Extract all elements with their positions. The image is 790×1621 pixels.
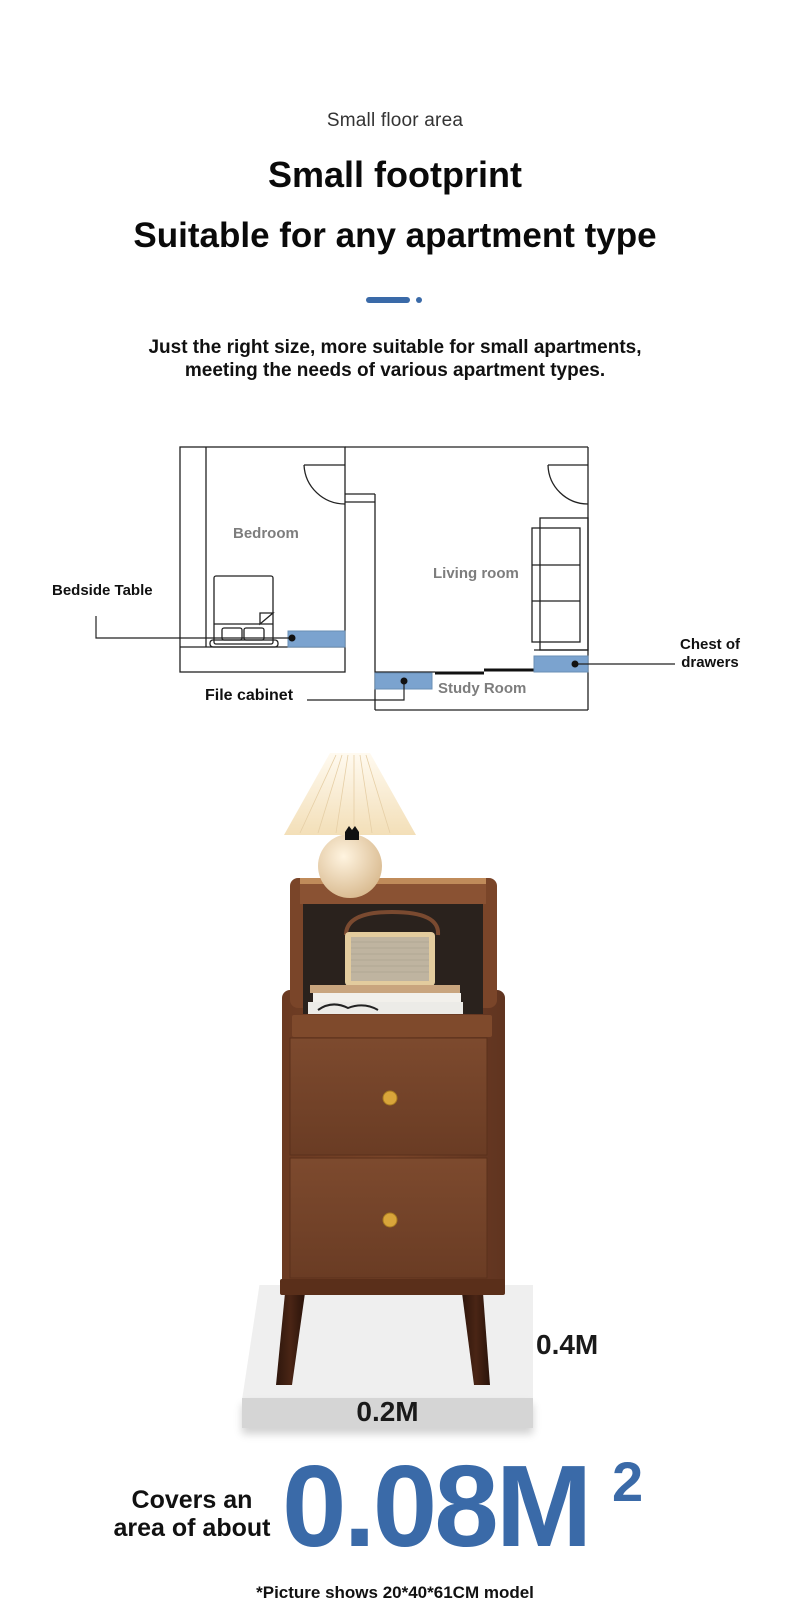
intro-line-1: Just the right size, more suitable for s… xyxy=(148,337,642,358)
callout-bedside-table: Bedside Table xyxy=(52,582,153,599)
divider-bar xyxy=(366,297,410,303)
room-label-study-room: Study Room xyxy=(438,680,527,697)
divider-dot xyxy=(416,297,422,303)
area-prefix-line-2: area of about xyxy=(113,1514,271,1542)
page-title: Small footprint xyxy=(268,154,522,195)
room-label-bedroom: Bedroom xyxy=(233,525,299,542)
page-subtitle: Suitable for any apartment type xyxy=(133,216,657,255)
floor-plan-diagram: Bedroom Living room Study Room Bedside T… xyxy=(0,420,790,720)
model-footnote: *Picture shows 20*40*61CM model xyxy=(256,1583,534,1602)
callout-file-cabinet: File cabinet xyxy=(205,687,294,704)
intro-line-2: meeting the needs of various apartment t… xyxy=(184,360,606,381)
floor-footprint-edge xyxy=(242,1398,533,1428)
depth-dimension-label: 0.4M xyxy=(536,1329,599,1360)
floor-plan-lines xyxy=(95,446,675,711)
intro-paragraph: Just the right size, more suitable for s… xyxy=(0,336,790,382)
area-exponent: 2 xyxy=(612,1450,644,1513)
section-eyebrow: Small floor area xyxy=(326,110,464,131)
callout-chest-of-drawers: Chest of drawers xyxy=(678,636,742,672)
room-label-living-room: Living room xyxy=(433,565,519,582)
area-prefix: Covers an area of about xyxy=(112,1486,272,1542)
width-dimension-label: 0.2M xyxy=(356,1396,419,1427)
area-value: 0.08M xyxy=(282,1441,592,1571)
nightstand-illustration xyxy=(276,753,505,1385)
callout-chest-line-1: Chest of xyxy=(680,636,740,653)
area-prefix-line-1: Covers an xyxy=(131,1486,253,1514)
callout-chest-line-2: drawers xyxy=(681,654,739,671)
